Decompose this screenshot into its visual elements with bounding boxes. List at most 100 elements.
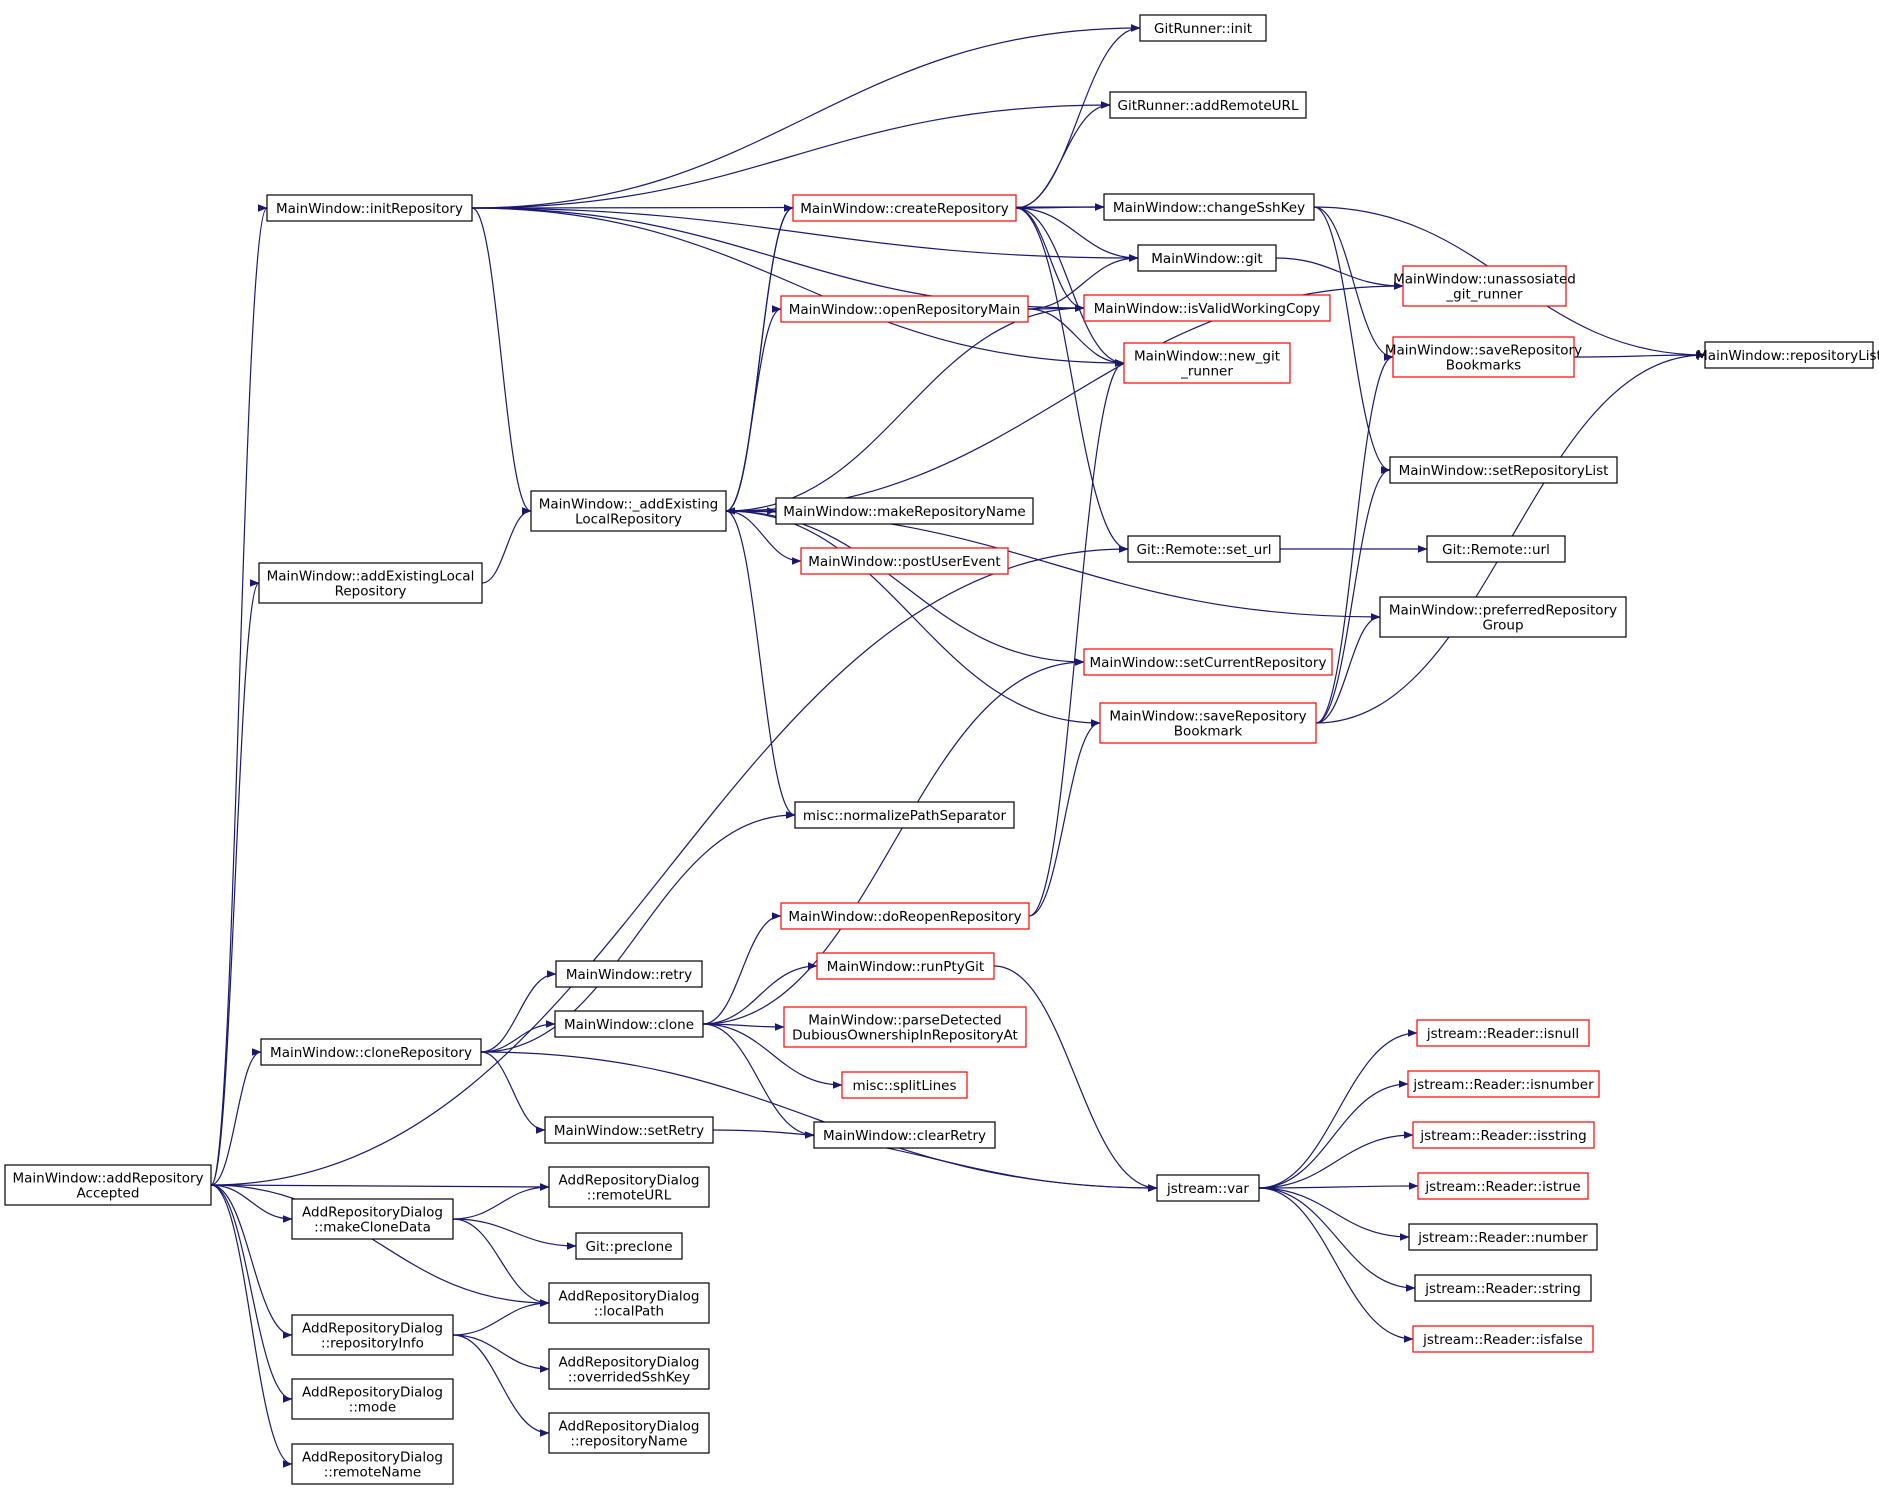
node-label: MainWindow::addRepository bbox=[12, 1171, 203, 1187]
node-reader-istrue[interactable]: jstream::Reader::istrue bbox=[1417, 1172, 1589, 1200]
node-label: jstream::Reader::number bbox=[1417, 1230, 1588, 1246]
node-label: Bookmark bbox=[1174, 724, 1243, 740]
node-box bbox=[1127, 535, 1281, 563]
edge-mw-clone-to-split-lines bbox=[702, 1023, 843, 1089]
node-label: MainWindow::repositoryList bbox=[1696, 348, 1879, 364]
node-open-repository-main[interactable]: MainWindow::openRepositoryMain bbox=[780, 295, 1029, 323]
node-change-ssh-key[interactable]: MainWindow::changeSshKey bbox=[1103, 193, 1315, 221]
node-box bbox=[1139, 14, 1267, 42]
node-reader-isstring[interactable]: jstream::Reader::isstring bbox=[1412, 1121, 1595, 1149]
edge-clone-repository-to-set-retry bbox=[480, 1051, 546, 1134]
node-git-runner-add-remote-url[interactable]: GitRunner::addRemoteURL bbox=[1109, 91, 1307, 119]
node-box bbox=[794, 801, 1015, 829]
edge-clone-repository-to-normalize-path-separator bbox=[480, 811, 796, 1053]
node-clone-repository[interactable]: MainWindow::cloneRepository bbox=[260, 1038, 482, 1066]
node-retry[interactable]: MainWindow::retry bbox=[555, 960, 703, 988]
edge-init-repository-to-new-git-runner bbox=[471, 207, 1125, 367]
node-git-runner-init[interactable]: GitRunner::init bbox=[1139, 14, 1267, 42]
node-box bbox=[1099, 702, 1317, 744]
node-set-repository-list[interactable]: MainWindow::setRepositoryList bbox=[1389, 456, 1618, 484]
node-split-lines[interactable]: misc::splitLines bbox=[841, 1071, 968, 1099]
edge-change-ssh-key-to-save-repository-bookmarks bbox=[1313, 206, 1394, 361]
node-label: MainWindow::_addExisting bbox=[539, 497, 718, 513]
node-label: MainWindow::setRepositoryList bbox=[1399, 463, 1609, 479]
node-label: jstream::Reader::string bbox=[1424, 1281, 1581, 1297]
node-mw-git[interactable]: MainWindow::git bbox=[1137, 244, 1277, 272]
node-label: MainWindow::postUserEvent bbox=[808, 554, 1000, 570]
node-reader-number[interactable]: jstream::Reader::number bbox=[1408, 1223, 1598, 1251]
node-reader-string[interactable]: jstream::Reader::string bbox=[1414, 1274, 1592, 1302]
node-box bbox=[1123, 342, 1291, 384]
node-new-git-runner[interactable]: MainWindow::new_git_runner bbox=[1123, 342, 1291, 384]
node-dlg-mode[interactable]: AddRepositoryDialog::mode bbox=[291, 1378, 454, 1420]
node-create-repository[interactable]: MainWindow::createRepository bbox=[792, 194, 1017, 222]
edge-create-repository-to-new-git-runner bbox=[1015, 207, 1125, 367]
node-box bbox=[530, 490, 727, 532]
node-run-pty-git[interactable]: MainWindow::runPtyGit bbox=[816, 952, 995, 980]
edge-root-to-make-clone-data bbox=[210, 1184, 293, 1223]
node-mw-clone[interactable]: MainWindow::clone bbox=[554, 1010, 704, 1038]
node-git-remote-url[interactable]: Git::Remote::url bbox=[1426, 535, 1566, 563]
node-jstream-var[interactable]: jstream::var bbox=[1156, 1174, 1260, 1202]
node-clear-retry[interactable]: MainWindow::clearRetry bbox=[813, 1121, 996, 1149]
node-reader-isnull[interactable]: jstream::Reader::isnull bbox=[1416, 1019, 1590, 1047]
edge-save-repository-bookmark-to-set-repository-list bbox=[1315, 466, 1391, 724]
edge-add-existing-local-repository-to-normalize-path-separator bbox=[725, 510, 796, 819]
edge-mw-clone-to-clear-retry bbox=[702, 1023, 815, 1139]
node-dlg-repository-name[interactable]: AddRepositoryDialog::repositoryName bbox=[548, 1412, 710, 1454]
node-dlg-remote-url[interactable]: AddRepositoryDialog::remoteURL bbox=[548, 1166, 710, 1208]
node-box bbox=[1392, 336, 1575, 378]
node-unassosiated-git-runner[interactable]: MainWindow::unassosiated_git_runner bbox=[1393, 265, 1576, 307]
node-box bbox=[291, 1314, 454, 1356]
node-set-retry[interactable]: MainWindow::setRetry bbox=[544, 1116, 714, 1144]
node-box bbox=[258, 562, 483, 604]
node-dlg-repository-info[interactable]: AddRepositoryDialog::repositoryInfo bbox=[291, 1314, 454, 1356]
edge-jstream-var-to-reader-isnumber bbox=[1258, 1080, 1409, 1189]
node-reader-isfalse[interactable]: jstream::Reader::isfalse bbox=[1412, 1325, 1594, 1353]
node-dlg-local-path[interactable]: AddRepositoryDialog::localPath bbox=[548, 1282, 710, 1324]
node-box bbox=[291, 1378, 454, 1420]
node-box bbox=[780, 902, 1030, 930]
edge-root-to-add-existing-local bbox=[210, 579, 260, 1186]
node-init-repository[interactable]: MainWindow::initRepository bbox=[266, 194, 473, 222]
edge-add-existing-local-repository-to-save-repository-bookmark bbox=[725, 510, 1101, 727]
node-git-set-url[interactable]: Git::Remote::set_url bbox=[1127, 535, 1281, 563]
node-dlg-overrided-ssh-key[interactable]: AddRepositoryDialog::overridedSshKey bbox=[548, 1348, 710, 1390]
node-make-clone-data[interactable]: AddRepositoryDialog::makeCloneData bbox=[291, 1198, 454, 1240]
node-label: jstream::Reader::istrue bbox=[1424, 1179, 1580, 1195]
node-normalize-path-separator[interactable]: misc::normalizePathSeparator bbox=[794, 801, 1015, 829]
node-label: _git_runner bbox=[1445, 287, 1523, 303]
edge-dlg-repository-info-to-dlg-overrided-ssh-key bbox=[452, 1334, 550, 1373]
node-do-reopen-repository[interactable]: MainWindow::doReopenRepository bbox=[780, 902, 1030, 930]
node-post-user-event[interactable]: MainWindow::postUserEvent bbox=[800, 547, 1009, 575]
node-set-current-repository[interactable]: MainWindow::setCurrentRepository bbox=[1083, 648, 1333, 676]
node-box bbox=[1407, 1070, 1600, 1098]
node-box bbox=[548, 1282, 710, 1324]
node-is-valid-working-copy[interactable]: MainWindow::isValidWorkingCopy bbox=[1083, 294, 1331, 322]
node-box bbox=[775, 497, 1034, 525]
node-make-repository-name[interactable]: MainWindow::makeRepositoryName bbox=[775, 497, 1034, 525]
edge-run-pty-git-to-jstream-var bbox=[993, 965, 1158, 1192]
edge-do-reopen-repository-to-new-git-runner bbox=[1028, 359, 1125, 917]
node-git-preclone[interactable]: Git::preclone bbox=[575, 1232, 683, 1260]
node-box bbox=[841, 1071, 968, 1099]
node-label: MainWindow::initRepository bbox=[276, 201, 463, 217]
edge-root-to-git-set-url bbox=[210, 545, 1129, 1186]
node-reader-isnumber[interactable]: jstream::Reader::isnumber bbox=[1407, 1070, 1600, 1098]
edge-add-existing-local-to-add-existing-local-repository bbox=[481, 507, 532, 584]
node-box bbox=[816, 952, 995, 980]
node-box bbox=[544, 1116, 714, 1144]
edge-mw-clone-to-set-current-repository bbox=[702, 658, 1085, 1025]
node-label: GitRunner::addRemoteURL bbox=[1118, 98, 1299, 114]
node-parse-detected[interactable]: MainWindow::parseDetectedDubiousOwnershi… bbox=[783, 1006, 1027, 1048]
node-dlg-remote-name[interactable]: AddRepositoryDialog::remoteName bbox=[291, 1443, 454, 1485]
node-repository-list[interactable]: MainWindow::repositoryList bbox=[1696, 341, 1879, 369]
edge-root-to-clone-repository bbox=[210, 1048, 262, 1186]
